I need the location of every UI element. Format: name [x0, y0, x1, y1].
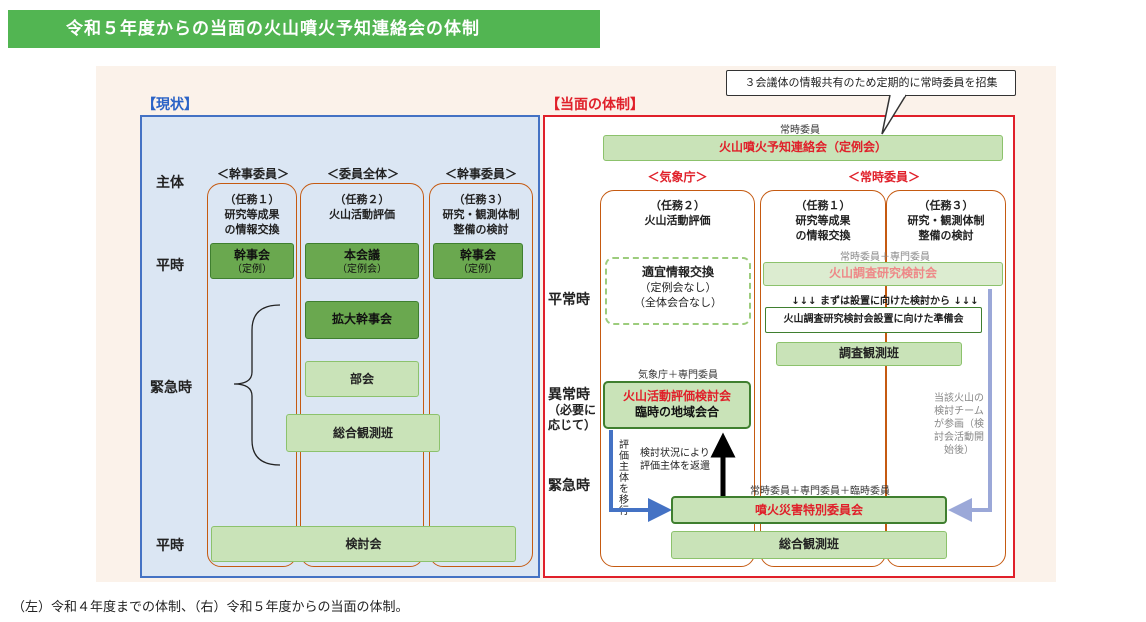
left-col3-head: ＜幹事委員＞	[444, 167, 517, 181]
activity-evaluation-meeting: 火山活動評価検討会臨時の地域会合	[603, 381, 751, 429]
row-label-peacetime: 平常時	[548, 292, 590, 308]
left-col1-head: ＜幹事委員＞	[216, 167, 289, 181]
row-label-abnormal: 異常時	[548, 387, 590, 403]
page-title: 令和５年度からの当面の火山噴火予知連絡会の体制	[8, 10, 600, 48]
left-col2-head: ＜委員全体＞	[326, 167, 399, 181]
right-col-a-frame	[600, 190, 755, 567]
row-label-abnormal-note: （必要に応じて）	[548, 403, 597, 432]
special-disaster-committee: 噴火災害特別委員会	[671, 496, 947, 524]
right-col-b-frame	[760, 190, 886, 567]
row-label-normal: 平時	[156, 258, 184, 274]
expanded-executive-meeting: 拡大幹事会	[305, 301, 419, 339]
jma-head: ＜気象庁＞	[647, 170, 708, 184]
right-col-c-frame	[886, 190, 1006, 567]
left-section-title: 【現状】	[142, 97, 198, 113]
left-col2-frame	[300, 183, 424, 567]
left-col3-frame	[429, 183, 533, 567]
right-col-a-task: （任務２）火山活動評価	[644, 199, 711, 227]
toward-establishment-note: ↓↓↓ まずは設置に向けた検討から ↓↓↓	[791, 296, 979, 307]
row-label-emergency-right: 緊急時	[548, 478, 590, 494]
callout-pointer-icon	[881, 94, 907, 135]
right-observation-team: 総合観測班	[671, 531, 947, 559]
jma-expert-label: 気象庁＋専門委員	[638, 370, 718, 381]
left-plenary-meeting: 本会議（定例会）	[305, 243, 419, 279]
permanent-member-head: ＜常時委員＞	[847, 170, 920, 184]
left-executive-meeting-1: 幹事会（定例）	[210, 243, 294, 279]
row-label-emergency: 緊急時	[150, 380, 192, 396]
left-frame	[140, 115, 540, 578]
return-note: 検討状況により評価主体を返還	[640, 448, 710, 472]
left-col1-task: （任務１）研究等成果の情報交換	[224, 193, 280, 236]
row-label-subject: 主体	[156, 175, 184, 191]
right-col-b-task: （任務１）研究等成果の情報交換	[795, 199, 851, 242]
survey-member-label: 常時委員＋専門委員	[840, 252, 930, 263]
liaison-committee-box: 火山噴火予知連絡会（定例会）	[603, 135, 1003, 161]
survey-observation-team: 調査観測班	[776, 342, 962, 366]
top-box-label: 常時委員	[780, 125, 820, 136]
callout-note: ３会議体の情報共有のため定期的に常時委員を招集	[726, 70, 1016, 96]
preparatory-meeting-box: 火山調査研究検討会設置に向けた準備会	[765, 307, 982, 333]
left-col2-task: （任務２）火山活動評価	[329, 193, 395, 221]
special-member-label: 常時委員＋専門委員＋臨時委員	[750, 486, 890, 497]
subcommittee: 部会	[305, 361, 419, 397]
row-label-normal-2: 平時	[156, 538, 184, 554]
right-col-c-task: （任務３）研究・観測体制整備の検討	[907, 199, 985, 242]
left-executive-meeting-3: 幹事会（定例）	[433, 243, 523, 279]
survey-committee-box: 火山調査研究検討会	[763, 262, 1003, 286]
info-exchange-box: 適宜情報交換 （定例会なし）（全体会合なし）	[605, 257, 751, 325]
review-meeting: 検討会	[211, 526, 516, 562]
left-col1-frame	[207, 183, 297, 567]
figure-caption: （左）令和４年度までの体制、（右）令和５年度からの当面の体制。	[12, 600, 409, 615]
left-col3-task: （任務３）研究・観測体制整備の検討	[442, 193, 520, 236]
brace-icon	[233, 304, 281, 466]
left-observation-team: 総合観測班	[286, 414, 440, 452]
right-section-title: 【当面の体制】	[546, 97, 644, 113]
team-participation-note: 当該火山の検討チームが参画（検討会活動開始後）	[934, 393, 984, 456]
